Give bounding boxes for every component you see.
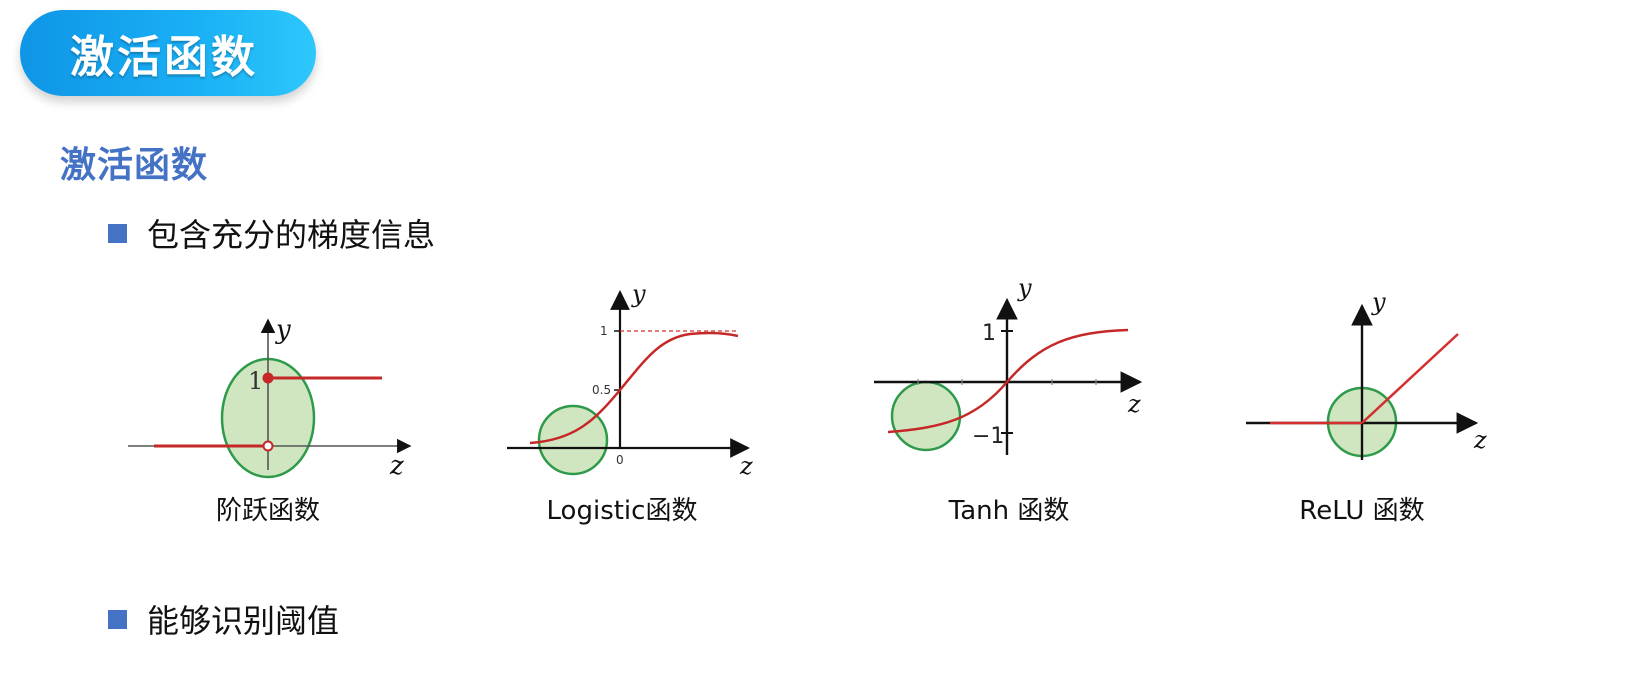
logistic-curve bbox=[529, 331, 739, 445]
caption-logistic-function: Logistic函数 bbox=[546, 496, 698, 526]
title-badge: 激活函数 bbox=[20, 10, 316, 96]
title-badge-text: 激活函数 bbox=[70, 32, 258, 83]
x-axis-label: z bbox=[1473, 426, 1487, 454]
y-axis-label: y bbox=[1371, 288, 1386, 316]
caption-step-function: 阶跃函数 bbox=[215, 496, 321, 526]
tick-label: 1 bbox=[982, 321, 996, 346]
highlight-circle bbox=[890, 380, 962, 452]
bullet-text: 包含充分的梯度信息 bbox=[147, 216, 436, 254]
tick-label: 1 bbox=[248, 367, 263, 395]
logistic-function-diagram: 1 0.5 0 y z bbox=[507, 280, 753, 480]
y-axis-label: y bbox=[1017, 274, 1032, 302]
bullet-item-threshold: 能够识别阈值 bbox=[108, 596, 339, 642]
bullet-square-icon bbox=[108, 609, 127, 629]
caption-relu-function: ReLU 函数 bbox=[1299, 496, 1425, 526]
caption-tanh-function: Tanh 函数 bbox=[948, 496, 1070, 526]
y-axis-label: y bbox=[631, 280, 646, 308]
section-heading: 激活函数 bbox=[60, 145, 209, 186]
bullet-item-gradient: 包含充分的梯度信息 bbox=[108, 210, 435, 256]
y-axis-label: y bbox=[275, 315, 291, 345]
tanh-function-diagram: 1 −1 y z bbox=[874, 274, 1143, 455]
step-function-diagram: 1 y z bbox=[128, 315, 412, 481]
x-axis-label: z bbox=[389, 451, 404, 481]
highlight-circle bbox=[537, 404, 609, 476]
tick-label: 0 bbox=[616, 453, 624, 467]
x-axis-label: z bbox=[1127, 390, 1141, 418]
open-point bbox=[262, 440, 274, 452]
bullet-square-icon bbox=[108, 223, 127, 243]
tick-label: 0.5 bbox=[592, 383, 611, 397]
bullet-text: 能够识别阈值 bbox=[147, 602, 340, 640]
x-axis-label: z bbox=[739, 452, 753, 480]
tick-label: 1 bbox=[600, 324, 608, 338]
tanh-curve bbox=[887, 328, 1129, 434]
filled-point bbox=[262, 372, 274, 384]
tick-label: −1 bbox=[972, 424, 1004, 449]
relu-function-diagram: y z bbox=[1246, 288, 1487, 460]
relu-linear-segment bbox=[1361, 333, 1459, 424]
